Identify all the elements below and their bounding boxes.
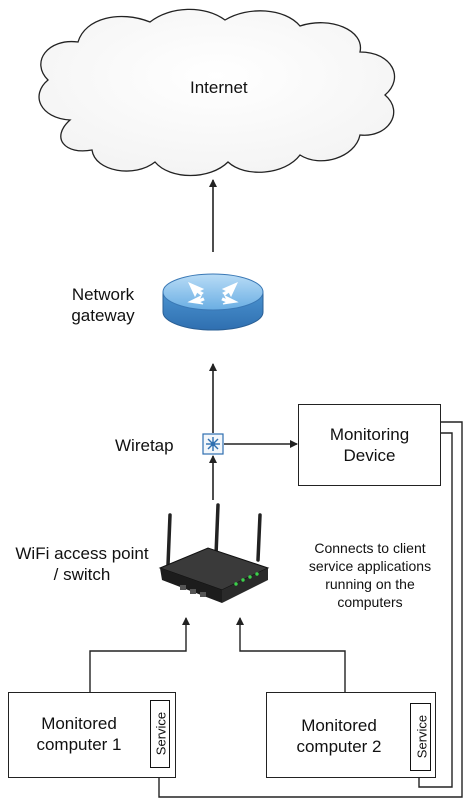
router-icon [162, 273, 264, 331]
monitoring-device-label-line1: Monitoring [329, 425, 410, 444]
wiretap-label: Wiretap [115, 436, 174, 455]
internet-cloud [38, 8, 396, 177]
monitoring-device-box: Monitoring Device [298, 404, 441, 486]
access-point-label: WiFi access point / switch [2, 543, 162, 585]
monitor-note-line3: running on the [325, 576, 415, 592]
link-monitor-to-services [155, 421, 463, 798]
monitoring-device-label: Monitoring Device [299, 424, 440, 466]
link-computer2-to-ap [236, 617, 346, 692]
internet-label: Internet [190, 78, 248, 97]
gateway-label: Network gateway [66, 284, 140, 326]
monitored-computer-1-label-line2: computer 1 [36, 735, 122, 754]
link-monitor-to-service2 [415, 432, 453, 788]
service-box-computer-2: Service [410, 703, 431, 771]
monitored-computer-1-label: Monitored computer 1 [9, 713, 149, 755]
wifi-access-point-icon [158, 503, 270, 603]
link-computer1-to-ap [89, 617, 190, 692]
gateway-label-line1: Network [71, 285, 135, 304]
monitored-computer-2-label-line2: computer 2 [296, 737, 382, 756]
monitor-note: Connects to client service applications … [300, 539, 440, 611]
monitoring-device-label-line2: Device [343, 446, 396, 465]
service-label-computer-1: Service [153, 711, 169, 756]
monitored-computer-1-box: Monitored computer 1 Service [8, 692, 176, 778]
monitored-computer-2-label: Monitored computer 2 [267, 715, 411, 757]
service-box-computer-1: Service [150, 700, 170, 768]
monitor-note-line4: computers [337, 594, 403, 610]
service-label-computer-2: Service [414, 714, 430, 759]
access-point-label-line1: WiFi access point [15, 544, 149, 563]
access-point-label-line2: / switch [53, 565, 111, 584]
monitored-computer-2-box: Monitored computer 2 Service [266, 692, 436, 778]
monitor-note-line1: Connects to client [314, 540, 426, 556]
wiretap-icon [202, 433, 224, 455]
gateway-label-line2: gateway [71, 306, 135, 325]
monitored-computer-2-label-line1: Monitored [301, 716, 377, 735]
monitored-computer-1-label-line1: Monitored [41, 714, 117, 733]
monitor-note-line2: service applications [308, 558, 432, 574]
